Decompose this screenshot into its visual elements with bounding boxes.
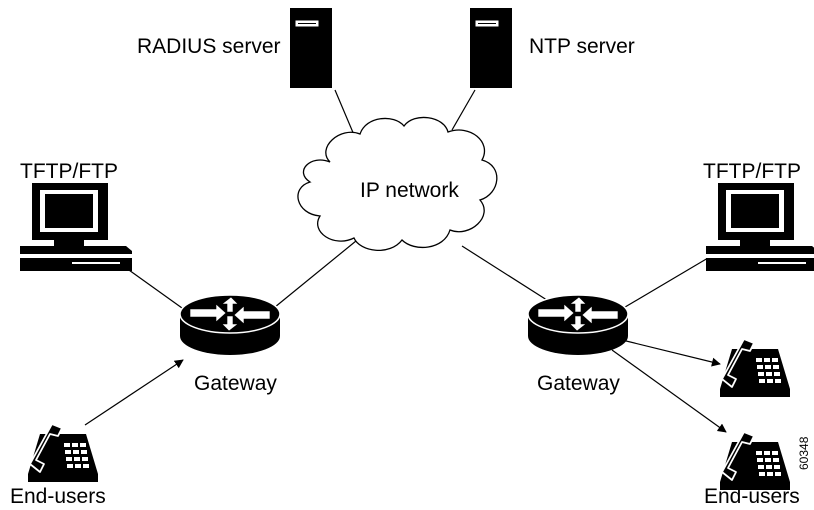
workstation-icon bbox=[19, 182, 133, 272]
ntp-server-label: NTP server bbox=[529, 35, 635, 58]
radius-server-label: RADIUS server bbox=[137, 35, 281, 58]
link-tftp-right-gateway bbox=[619, 257, 709, 311]
tftp-left-label: TFTP/FTP bbox=[20, 160, 118, 183]
server-tower-icon bbox=[289, 7, 333, 89]
link-cloud-gateway-left bbox=[263, 231, 368, 317]
link-cloud-gateway-right bbox=[461, 245, 551, 303]
figure-number: 60348 bbox=[797, 436, 811, 470]
arrow-gateway-to-phone-lower bbox=[611, 349, 727, 433]
connection-lines bbox=[84, 89, 727, 433]
server-tower-icon bbox=[469, 7, 513, 89]
router-icon bbox=[179, 294, 281, 356]
workstation-icon bbox=[705, 182, 814, 272]
link-ntp-cloud bbox=[451, 89, 476, 131]
end-users-left-label: End-users bbox=[10, 485, 106, 508]
telephone-icon bbox=[27, 423, 99, 483]
tftp-right-label: TFTP/FTP bbox=[703, 160, 801, 183]
router-icon bbox=[527, 294, 629, 356]
cloud-icon bbox=[297, 116, 498, 252]
telephone-icon bbox=[719, 338, 791, 398]
arrow-gateway-to-phone-upper bbox=[621, 339, 721, 367]
ip-network-label: IP network bbox=[360, 179, 459, 202]
gateway-right-label: Gateway bbox=[537, 372, 620, 395]
arrow-phone-to-gateway-left bbox=[84, 359, 184, 426]
end-users-right-label: End-users bbox=[704, 485, 800, 508]
gateway-left-label: Gateway bbox=[194, 372, 277, 395]
telephone-icon bbox=[719, 431, 791, 491]
